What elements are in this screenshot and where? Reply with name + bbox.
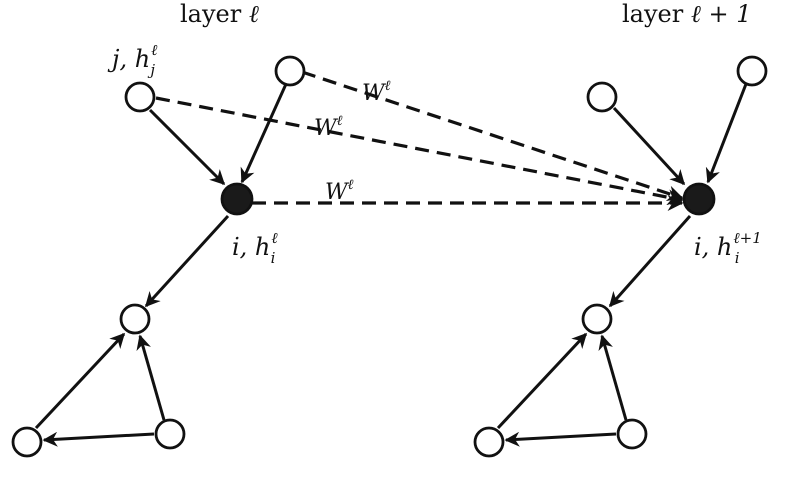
weight-label-top: Wℓ [362,78,391,106]
node-left-child [119,303,151,335]
node-right-top-left [586,81,618,113]
edge-right-tri-br-to-top [598,334,628,421]
node-right-top-right [736,55,768,87]
node-left-tri-br [154,418,186,450]
weight-edge-top [301,70,684,202]
weight-label-middle: Wℓ [314,113,343,141]
weight-edge-middle [155,96,684,206]
node-right-child [581,303,613,335]
node-i-right [682,182,716,216]
edge-left-tri-bl-to-top [34,332,126,430]
node-left-top [274,55,306,87]
node-right-tri-br [616,418,648,450]
edge-i-right-to-child [608,215,692,308]
edge-i-left-to-child [144,214,230,308]
edge-right-tri-bl-to-top [496,332,588,430]
edge-right-top-left-to-i [612,106,686,186]
edge-top-to-i-left [240,83,288,184]
weight-label-bottom: Wℓ [325,177,354,205]
edge-right-top-right-to-i [705,83,748,184]
edge-j-to-i-left [148,108,226,186]
node-right-tri-bl [473,426,505,458]
header-layer-l-plus-1: layer ℓ + 1 [622,0,752,28]
edge-left-tri-br-to-bl [42,431,155,447]
node-i-left [220,182,254,216]
edge-right-tri-br-to-bl [504,431,617,447]
header-layer-l: layer ℓ [180,0,259,28]
edge-left-tri-br-to-top [136,334,166,421]
node-j [124,81,156,113]
node-left-tri-bl [11,426,43,458]
